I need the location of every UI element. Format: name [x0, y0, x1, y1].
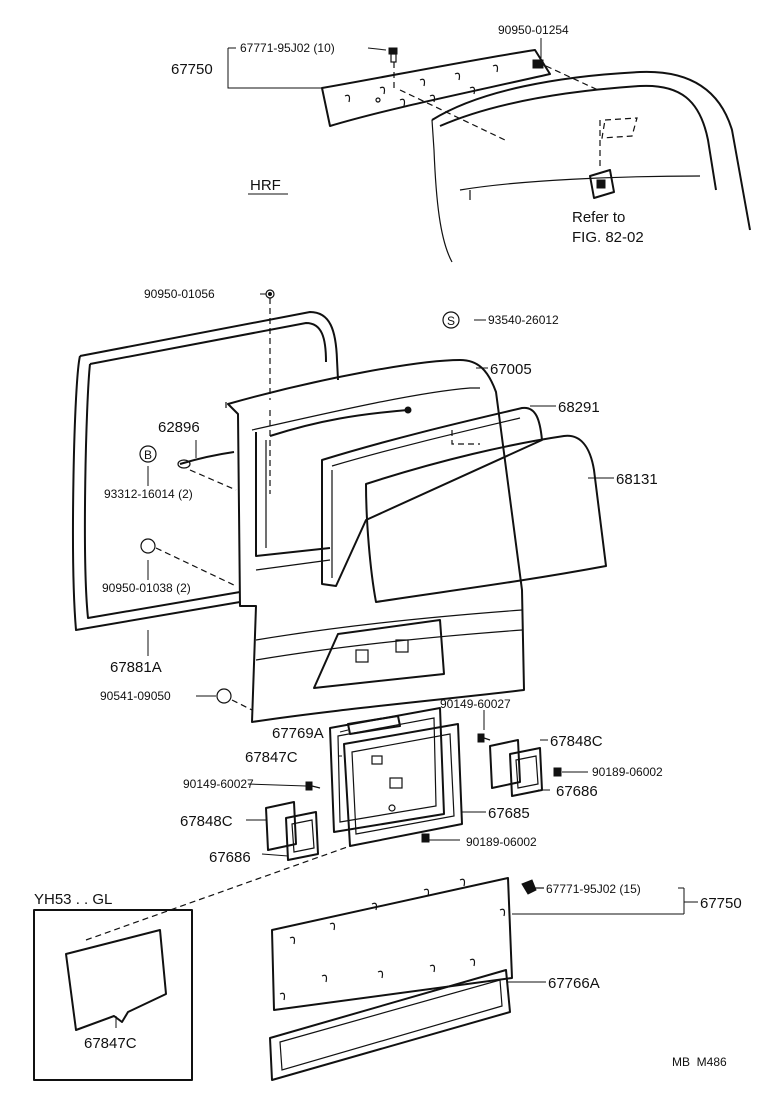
clip-top2-icon — [532, 59, 544, 69]
rod-part — [177, 406, 412, 469]
rear-glass — [365, 434, 607, 603]
label-lamp-r: 67848C — [550, 733, 603, 750]
label-cushion-mid: 90950-01038 (2) — [102, 581, 191, 595]
bracket-icon — [589, 169, 615, 199]
label-license-frame: 67847C — [245, 749, 298, 766]
label-weatherstrip: 67881A — [110, 659, 162, 676]
lamp-left — [265, 801, 319, 861]
weatherstrip-frame — [72, 311, 339, 631]
nut-left-icon — [421, 833, 430, 843]
callout-b: B — [139, 445, 157, 463]
label-nut-r: 90189-06002 — [592, 765, 663, 779]
label-cushion-top: 90950-01056 — [144, 287, 215, 301]
label-top-trim: 67750 — [171, 61, 213, 78]
clip-low-icon — [521, 879, 544, 895]
callout-s-text: S — [447, 314, 455, 328]
section-label: HRF — [250, 177, 281, 194]
plate-67769a — [347, 715, 401, 735]
label-pad: 67766A — [548, 975, 600, 992]
diagram-code: MB M486 — [672, 1055, 727, 1069]
label-trim-low: 67750 — [700, 895, 742, 912]
cushion-mid-icon — [140, 538, 156, 554]
label-screw-l: 90149-60027 — [183, 777, 254, 791]
label-clip-low: 67771-95J02 (15) — [546, 882, 641, 896]
cushion-low-icon — [216, 688, 232, 704]
label-glass: 68131 — [616, 471, 658, 488]
label-inset-part: 67847C — [84, 1035, 137, 1052]
label-bolt-s: 93540-26012 — [488, 313, 559, 327]
label-screw: 93312-16014 (2) — [104, 487, 193, 501]
refer-line1: Refer to — [572, 209, 625, 226]
label-screw-r: 90149-60027 — [440, 697, 511, 711]
license-frame-67847c — [329, 707, 445, 833]
callout-s: S — [442, 311, 460, 329]
label-top-clip: 67771-95J02 (10) — [240, 41, 335, 55]
callout-b-text: B — [144, 448, 152, 462]
label-top-clip2: 90950-01254 — [498, 23, 569, 37]
cushion-top-icon — [265, 289, 275, 299]
pad-67766a — [269, 969, 511, 1081]
clip-top-icon — [388, 47, 398, 63]
label-rod: 62896 — [158, 419, 200, 436]
trim-panel-lower — [271, 877, 513, 1011]
label-frame-glass: 68291 — [558, 399, 600, 416]
door-panel — [225, 359, 525, 723]
nut-right-icon — [553, 767, 562, 777]
roof-outline — [431, 70, 751, 263]
refer-line2: FIG. 82-02 — [572, 229, 644, 246]
label-lens-l: 67686 — [209, 849, 251, 866]
label-plate-a: 67769A — [272, 725, 324, 742]
label-garnish: 67685 — [488, 805, 530, 822]
inset-title: YH53 . . GL — [34, 891, 112, 908]
screw-right-icon — [477, 733, 491, 743]
label-lens-r: 67686 — [556, 783, 598, 800]
inset-box — [33, 845, 351, 1081]
trim-panel-top — [321, 49, 551, 127]
garnish-67685 — [343, 723, 463, 847]
label-lamp-l: 67848C — [180, 813, 233, 830]
screw-left-icon — [305, 781, 321, 791]
label-nut-l: 90189-06002 — [466, 835, 537, 849]
lamp-right — [489, 739, 543, 797]
label-cushion-low: 90541-09050 — [100, 689, 171, 703]
label-door-panel: 67005 — [490, 361, 532, 378]
